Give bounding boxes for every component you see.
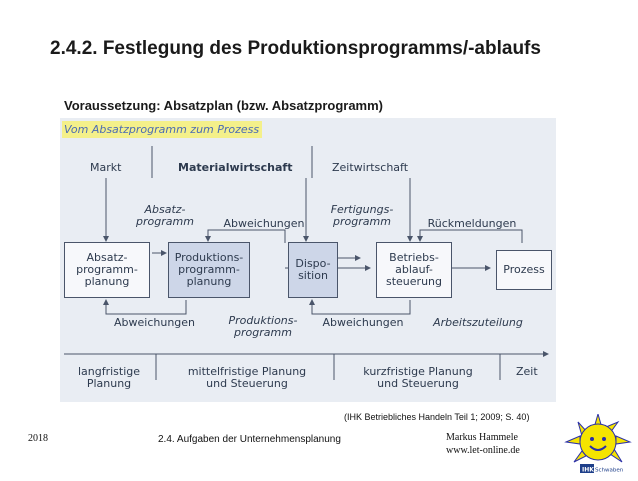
source-citation: (IHK Betriebliches Handeln Teil 1; 2009;… [344,412,530,422]
svg-text:IHK: IHK [582,467,594,474]
label-materialwirtschaft: Materialwirtschaft [178,161,293,174]
feedback-arrow [205,229,286,243]
ihk-sun-logo: IHK Schwaben [560,412,634,476]
heading-highlight [62,121,262,138]
box-disposition: Dispo- sition [288,242,338,298]
footer-author: Markus Hammele [446,432,518,443]
label-fertigungsprogramm: Fertigungs- programm [330,203,394,228]
process-diagram-figure: Vom Absatzprogramm zum Prozess Markt Mat… [60,118,556,402]
label-zeitwirtschaft: Zeitwirtschaft [332,161,409,174]
label-arbeitszuteilung: Arbeitszuteilung [433,316,523,329]
label-produktionsprogramm: Produktions- programm [228,314,298,339]
label-abweichungen-lower-left: Abweichungen [114,316,196,329]
label-markt: Markt [90,161,122,174]
label-kurzfristige-planung: kurzfristige Planung und Steuerung [363,365,473,390]
footer-website: www.let-online.de [446,445,520,456]
figure-heading: Vom Absatzprogramm zum Prozess [64,123,260,136]
label-abweichungen-upper: Abweichungen [223,217,305,230]
footer-section: 2.4. Aufgaben der Unternehmensplanung [158,434,341,445]
box-betriebsablaufsteuerung: Betriebs- ablauf- steuerung [376,242,452,298]
svg-text:Schwaben: Schwaben [595,468,624,474]
feedback-arrow [309,299,411,315]
label-mittelfristige-planung: mittelfristige Planung und Steuerung [187,365,307,390]
box-produktionsprogrammplanung: Produktions- programm- planung [168,242,250,298]
slide-subtitle: Voraussetzung: Absatzplan (bzw. Absatzpr… [64,98,384,113]
box-absatzprogrammplanung: Absatz- programm- planung [64,242,150,298]
label-langfristige-planung: langfristige Planung [77,365,141,390]
sun-icon: IHK Schwaben [564,412,632,474]
label-zeit: Zeit [516,365,538,378]
footer-year: 2018 [28,433,48,444]
label-absatzprogramm: Absatz- programm [136,203,194,228]
slide-title: 2.4.2. Festlegung des Produktionsprogram… [50,38,541,59]
box-prozess: Prozess [496,250,552,290]
feedback-arrow [103,299,187,315]
label-rueckmeldungen: Rückmeldungen [427,217,517,230]
label-abweichungen-lower-right: Abweichungen [322,316,404,329]
feedback-arrow [417,229,523,243]
